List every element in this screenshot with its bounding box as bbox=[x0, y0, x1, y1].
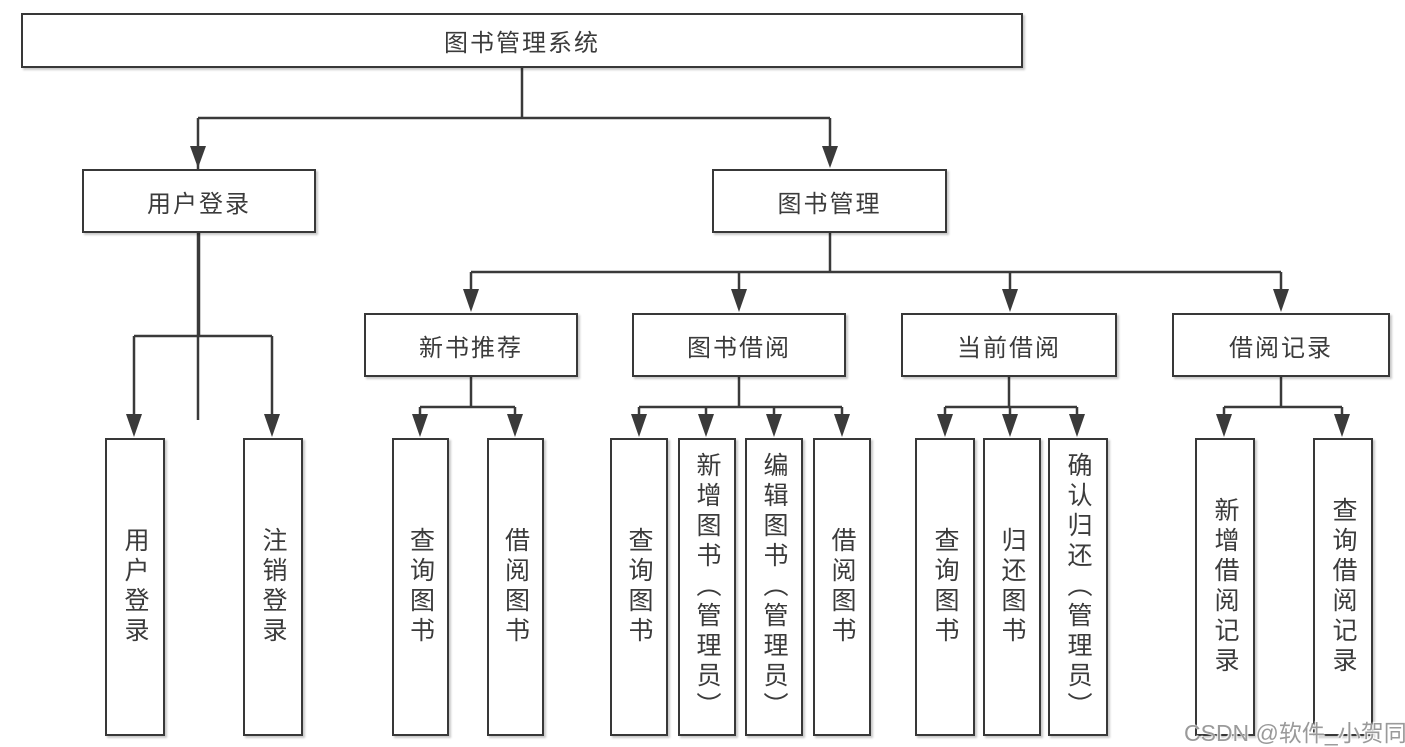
node-label: 编辑图书（管理员） bbox=[760, 452, 788, 722]
leaf-borrow-books-1: 借阅图书 bbox=[487, 438, 544, 736]
leaf-confirm-return-admin: 确认归还（管理员） bbox=[1048, 438, 1108, 736]
node-label: 确认归还（管理员） bbox=[1064, 452, 1092, 722]
node-current-borrowing: 当前借阅 bbox=[901, 313, 1117, 377]
node-new-book-recommendation: 新书推荐 bbox=[364, 313, 578, 377]
leaf-query-books-1: 查询图书 bbox=[392, 438, 449, 736]
connector-current-borrow-to-leaves bbox=[937, 377, 1085, 437]
node-label: 图书借阅 bbox=[687, 334, 791, 362]
leaf-query-books-3: 查询图书 bbox=[915, 438, 975, 736]
node-label: 当前借阅 bbox=[957, 334, 1061, 362]
leaf-borrow-books-2: 借阅图书 bbox=[813, 438, 871, 736]
node-label: 新增借阅记录 bbox=[1211, 497, 1239, 677]
node-label: 图书管理系统 bbox=[444, 30, 600, 57]
connector-book-management-to-level3 bbox=[463, 233, 1289, 312]
node-label: 查询借阅记录 bbox=[1329, 497, 1357, 677]
leaf-add-borrow-record: 新增借阅记录 bbox=[1195, 438, 1255, 736]
leaf-add-book-admin: 新增图书（管理员） bbox=[678, 438, 736, 736]
leaf-edit-book-admin: 编辑图书（管理员） bbox=[745, 438, 803, 736]
leaf-query-books-2: 查询图书 bbox=[610, 438, 668, 736]
leaf-logout: 注销登录 bbox=[243, 438, 303, 736]
node-label: 用户登录 bbox=[121, 527, 149, 647]
node-label: 用户登录 bbox=[147, 190, 251, 218]
node-book-borrowing: 图书借阅 bbox=[632, 313, 846, 377]
watermark: CSDN @软件_小贺同学 bbox=[1184, 720, 1405, 746]
leaf-query-borrow-record: 查询借阅记录 bbox=[1313, 438, 1373, 736]
node-label: 归还图书 bbox=[998, 527, 1026, 647]
node-label: 图书管理 bbox=[777, 190, 882, 218]
node-label: 新增图书（管理员） bbox=[693, 452, 721, 722]
connector-root-to-level2 bbox=[190, 68, 838, 420]
connector-new-book-rec-to-leaves bbox=[412, 377, 523, 437]
node-label: 查询图书 bbox=[625, 527, 653, 647]
leaf-return-book: 归还图书 bbox=[983, 438, 1041, 736]
node-label: 查询图书 bbox=[406, 527, 435, 647]
node-label: 借阅图书 bbox=[501, 527, 530, 647]
node-user-login: 用户登录 bbox=[82, 169, 316, 233]
connector-borrow-records-to-leaves bbox=[1216, 377, 1350, 437]
node-borrowing-records: 借阅记录 bbox=[1172, 313, 1390, 377]
node-label: 借阅图书 bbox=[828, 527, 856, 647]
leaf-user-login: 用户登录 bbox=[105, 438, 165, 736]
node-label: 查询图书 bbox=[931, 527, 959, 647]
node-label: 借阅记录 bbox=[1229, 334, 1333, 362]
node-book-management: 图书管理 bbox=[712, 169, 947, 233]
node-label: 注销登录 bbox=[259, 527, 287, 647]
connector-user-login-to-leaves bbox=[126, 233, 280, 437]
node-label: 新书推荐 bbox=[419, 334, 523, 362]
connector-book-borrow-to-leaves bbox=[631, 377, 850, 437]
node-library-management-system: 图书管理系统 bbox=[21, 13, 1023, 68]
